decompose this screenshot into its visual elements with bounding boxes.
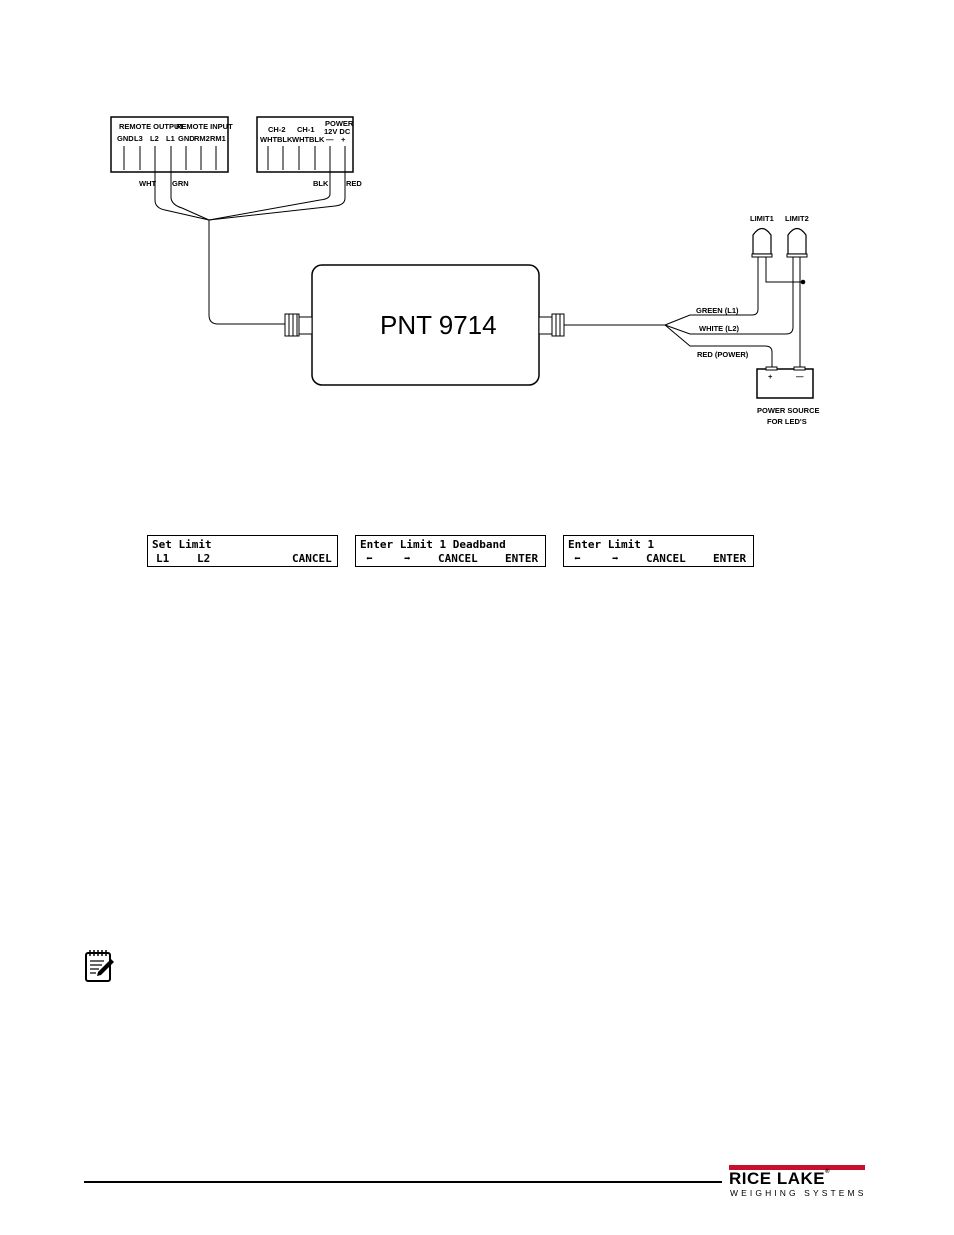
softkey-cancel: CANCEL	[646, 552, 686, 565]
wire-label-wht: WHT	[139, 179, 156, 188]
softkey-l1: L1	[156, 552, 170, 565]
power-source-minus: —	[796, 372, 804, 381]
remote-terminal-pins: GND L3 L2 L1 GND RM2 RM1	[117, 134, 226, 170]
pin-label: L3	[134, 134, 143, 143]
pin-label: WHT	[260, 135, 277, 144]
wire-label-green: GREEN (L1)	[696, 306, 739, 315]
led-limit2-label: LIMIT2	[785, 214, 809, 223]
power-voltage-header: 12V DC	[324, 127, 351, 136]
wire-label-red-power: RED (POWER)	[697, 350, 749, 359]
led-limit1	[751, 227, 773, 262]
power-source-plus: +	[768, 372, 773, 381]
softkey-cancel: CANCEL	[438, 552, 478, 565]
input-cable	[154, 170, 346, 325]
pin-label: RM1	[210, 134, 226, 143]
power-source-sublabel: FOR LED'S	[767, 417, 807, 426]
note-icon	[85, 950, 114, 982]
arrow-right-icon: ➡	[612, 552, 619, 565]
pin-label: —	[326, 135, 334, 144]
wire-label-red: RED	[346, 179, 362, 188]
power-source-label: POWER SOURCE	[757, 406, 820, 415]
logo-name-text: RICE LAKE	[729, 1169, 826, 1188]
led-limit2	[786, 227, 808, 262]
wiring-diagram: REMOTE OUTPUT REMOTE INPUT GND L3 L2 L1 …	[110, 116, 820, 426]
arrow-right-icon: ➡	[404, 552, 411, 565]
softkey-enter: ENTER	[713, 552, 747, 565]
scale-terminal-block	[256, 116, 354, 173]
scale-terminal-pins: WHT BLK WHT BLK — +	[260, 135, 346, 170]
pnt-module-label: PNT 9714	[380, 310, 497, 340]
footer-rule	[84, 1181, 722, 1183]
display-softkeys: ⬅ ➡ CANCEL ENTER	[360, 552, 541, 630]
right-cable-gland	[538, 313, 565, 337]
logo-subtitle: WEIGHING SYSTEMS	[730, 1188, 867, 1198]
logo-trademark: ®	[825, 1169, 831, 1175]
display-softkeys: L1 L2 CANCEL	[152, 552, 333, 617]
display-enter-limit: Enter Limit 1 ⬅ ➡ CANCEL ENTER	[563, 535, 754, 567]
display-line-1: Enter Limit 1 Deadband	[360, 538, 506, 551]
display-line-1: Set Limit	[152, 538, 212, 551]
display-set-limit: Set Limit L1 L2 CANCEL	[147, 535, 338, 567]
arrow-left-icon: ⬅	[574, 552, 581, 565]
softkey-l2: L2	[197, 552, 211, 565]
pin-label: +	[341, 135, 346, 144]
logo-accent-bar	[729, 1165, 865, 1170]
led-power-source-box	[756, 368, 814, 399]
pin-label: L1	[166, 134, 175, 143]
led-limit1-label: LIMIT1	[750, 214, 774, 223]
softkey-cancel: CANCEL	[292, 552, 332, 565]
wire-label-white: WHITE (L2)	[699, 324, 739, 333]
pin-label: BLK	[309, 135, 325, 144]
ch2-header: CH-2	[268, 125, 286, 134]
output-cable	[564, 262, 806, 368]
pin-label: GND	[117, 134, 134, 143]
logo-name: RICE LAKE®	[729, 1169, 865, 1189]
display-line-1: Enter Limit 1	[568, 538, 655, 551]
rice-lake-logo: RICE LAKE® WEIGHING SYSTEMS	[729, 1165, 867, 1199]
pin-label: L2	[150, 134, 159, 143]
wire-label-grn: GRN	[172, 179, 189, 188]
arrow-left-icon: ⬅	[366, 552, 373, 565]
power-header: POWER	[325, 119, 354, 128]
display-enter-limit-deadband: Enter Limit 1 Deadband ⬅ ➡ CANCEL ENTER	[355, 535, 546, 567]
remote-terminal-block	[110, 116, 229, 173]
pin-label: RM2	[194, 134, 210, 143]
left-cable-gland	[284, 313, 313, 337]
softkey-enter: ENTER	[505, 552, 539, 565]
wire-label-blk: BLK	[313, 179, 329, 188]
remote-output-header: REMOTE OUTPUT	[119, 122, 184, 131]
display-softkeys: ⬅ ➡ CANCEL ENTER	[568, 552, 749, 630]
remote-input-header: REMOTE INPUT	[176, 122, 233, 131]
pin-label: GND	[178, 134, 195, 143]
pin-label: WHT	[292, 135, 309, 144]
pin-label: BLK	[277, 135, 293, 144]
ch1-header: CH-1	[297, 125, 315, 134]
